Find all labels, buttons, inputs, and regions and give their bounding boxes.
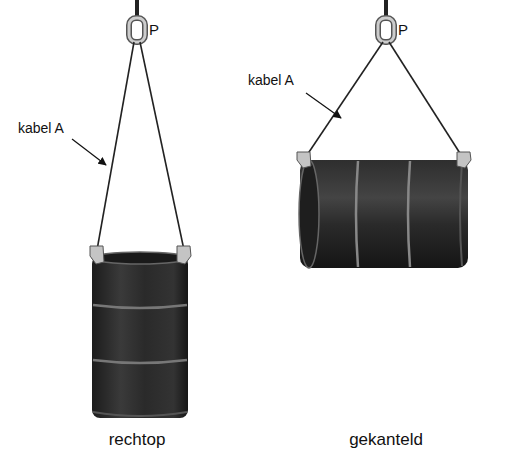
cable <box>305 42 383 158</box>
clamp <box>177 246 191 264</box>
barrel-rib <box>356 161 358 267</box>
cable <box>140 42 184 250</box>
clamp <box>457 152 471 168</box>
barrel-rim <box>460 162 462 266</box>
barrel-rim <box>92 252 188 264</box>
barrel-rib <box>93 305 187 308</box>
cable <box>389 42 463 158</box>
cable-label: kabel A <box>248 73 294 88</box>
hook-label: P <box>398 22 408 39</box>
tilted-barrel-group <box>297 0 471 268</box>
view-caption: rechtop <box>109 431 166 450</box>
barrel-lid <box>299 160 319 268</box>
upright-barrel-group <box>72 0 191 418</box>
barrel-rib <box>93 360 187 363</box>
cable-label: kabel A <box>18 121 64 136</box>
ring <box>378 18 394 42</box>
clamp <box>90 246 104 264</box>
barrel-rib <box>408 161 410 267</box>
barrel-body <box>92 256 188 418</box>
cable <box>97 42 134 250</box>
ring-outline <box>129 18 145 42</box>
barrel-rim <box>93 412 187 416</box>
leader-arrow <box>306 93 341 118</box>
hook-label: P <box>149 22 159 39</box>
ring <box>129 18 145 42</box>
leader-arrow <box>72 139 106 165</box>
clamp <box>297 152 311 168</box>
ring-outline <box>378 18 394 42</box>
barrel-body <box>300 160 468 268</box>
view-caption: gekanteld <box>349 431 423 450</box>
